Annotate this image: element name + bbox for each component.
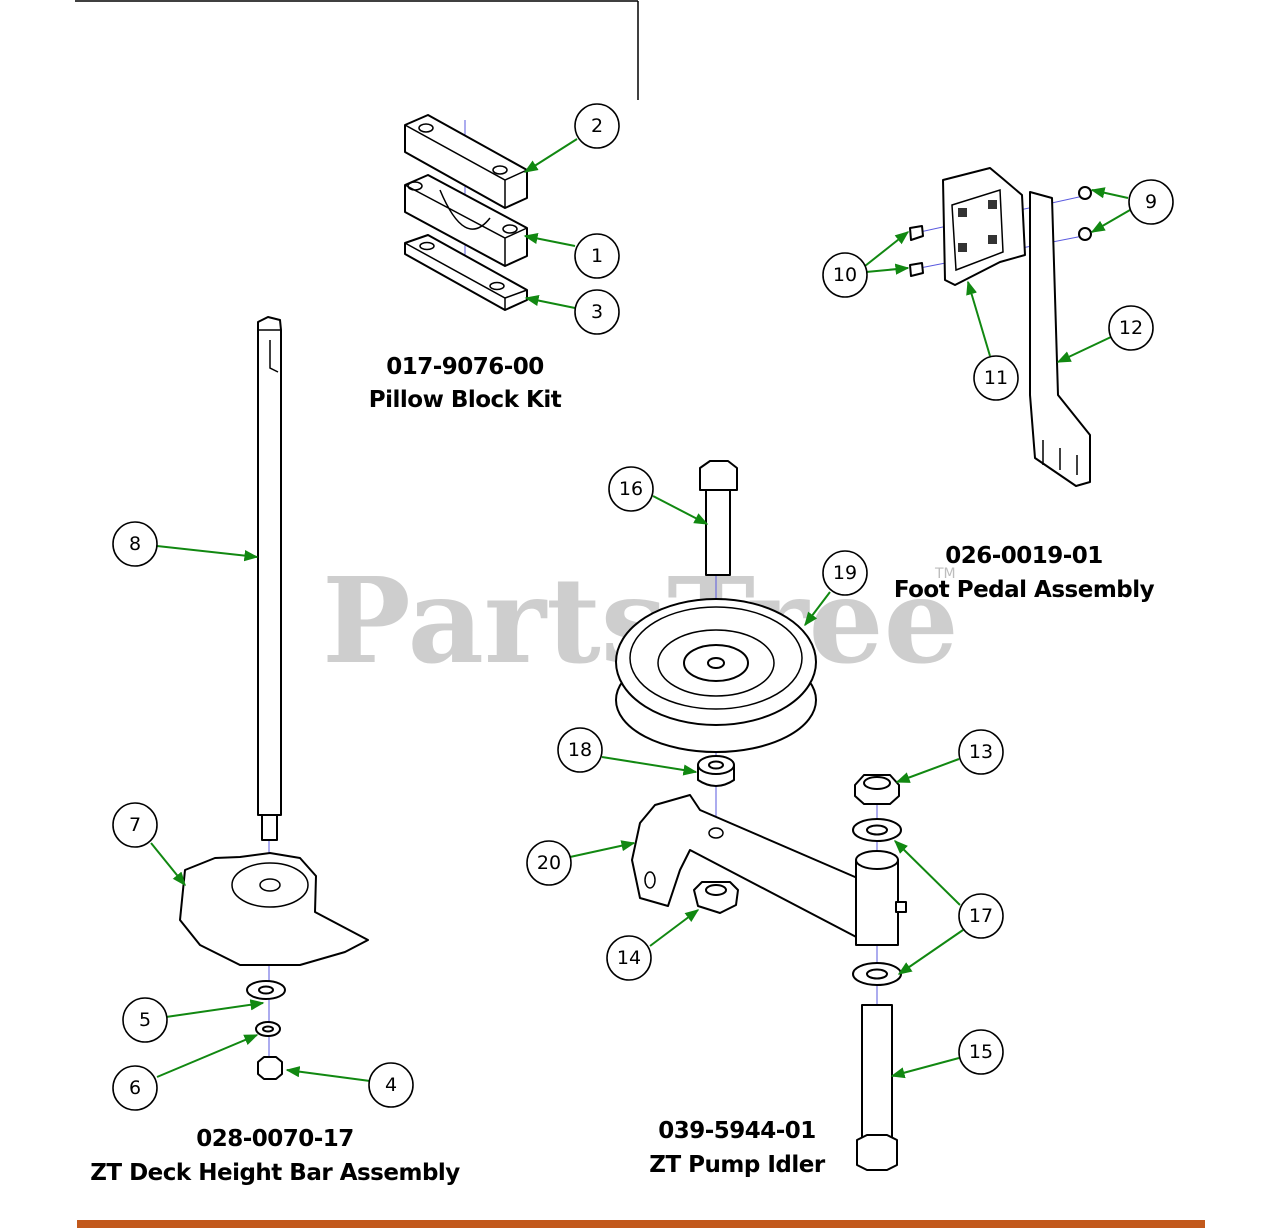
svg-text:6: 6 xyxy=(129,1077,141,1099)
pillow-block-kit-drawing xyxy=(404,114,528,311)
assembly-name: ZT Pump Idler xyxy=(649,1152,826,1178)
callout-16[interactable]: 16 xyxy=(608,466,654,512)
callout-12[interactable]: 12 xyxy=(1108,305,1154,351)
svg-text:2: 2 xyxy=(591,115,603,137)
callout-4[interactable]: 4 xyxy=(368,1062,414,1108)
svg-text:11: 11 xyxy=(984,367,1008,389)
caption-pump-idler: 039-5944-01 ZT Pump Idler xyxy=(649,1118,826,1178)
pump-idler-drawing xyxy=(615,460,907,1171)
callout-13[interactable]: 13 xyxy=(958,729,1004,775)
part-number: 039-5944-01 xyxy=(658,1118,816,1144)
frame-lines xyxy=(75,0,639,100)
callout-11[interactable]: 11 xyxy=(973,355,1019,401)
svg-text:16: 16 xyxy=(619,478,643,500)
assembly-name: Pillow Block Kit xyxy=(369,387,562,413)
svg-text:12: 12 xyxy=(1119,317,1143,339)
svg-text:4: 4 xyxy=(385,1074,397,1096)
svg-text:1: 1 xyxy=(591,245,603,267)
svg-text:TM: TM xyxy=(934,566,956,582)
svg-text:20: 20 xyxy=(537,852,561,874)
callout-19[interactable]: 19 xyxy=(822,550,868,596)
svg-text:5: 5 xyxy=(139,1009,151,1031)
svg-text:7: 7 xyxy=(129,814,141,836)
callout-3[interactable]: 3 xyxy=(574,289,620,335)
callout-9[interactable]: 9 xyxy=(1128,179,1174,225)
assembly-name: Foot Pedal Assembly xyxy=(894,577,1155,603)
svg-text:15: 15 xyxy=(969,1041,993,1063)
caption-pillow-block-kit: 017-9076-00 Pillow Block Kit xyxy=(369,354,562,413)
deck-height-bar-drawing xyxy=(179,316,369,1080)
foot-pedal-assembly-drawing xyxy=(909,167,1092,487)
svg-text:13: 13 xyxy=(969,741,993,763)
svg-text:9: 9 xyxy=(1145,191,1157,213)
callout-5[interactable]: 5 xyxy=(122,997,168,1043)
caption-deck-height-bar-assembly: 028-0070-17 ZT Deck Height Bar Assembly xyxy=(90,1126,461,1186)
callout-8[interactable]: 8 xyxy=(112,521,158,567)
callout-1[interactable]: 1 xyxy=(574,233,620,279)
assembly-name: ZT Deck Height Bar Assembly xyxy=(90,1160,460,1186)
part-number: 017-9076-00 xyxy=(386,354,544,380)
callout-17[interactable]: 17 xyxy=(958,893,1004,939)
callout-10[interactable]: 10 xyxy=(822,252,868,298)
svg-text:3: 3 xyxy=(591,301,603,323)
callout-15[interactable]: 15 xyxy=(958,1029,1004,1075)
callout-7[interactable]: 7 xyxy=(112,802,158,848)
svg-text:10: 10 xyxy=(833,264,857,286)
callout-2[interactable]: 2 xyxy=(574,103,620,149)
svg-text:18: 18 xyxy=(568,739,592,761)
part-number: 026-0019-01 xyxy=(945,543,1103,569)
svg-text:19: 19 xyxy=(833,562,857,584)
callout-18[interactable]: 18 xyxy=(557,727,603,773)
callout-6[interactable]: 6 xyxy=(112,1065,158,1111)
part-number: 028-0070-17 xyxy=(196,1126,354,1152)
leader-lines xyxy=(150,138,1131,1082)
svg-text:14: 14 xyxy=(617,947,641,969)
callout-20[interactable]: 20 xyxy=(526,840,572,886)
footer-bar xyxy=(77,1220,1205,1228)
svg-text:17: 17 xyxy=(969,905,993,927)
svg-text:8: 8 xyxy=(129,533,141,555)
caption-foot-pedal-assembly: 026-0019-01 Foot Pedal Assembly xyxy=(894,543,1155,603)
callout-14[interactable]: 14 xyxy=(606,935,652,981)
